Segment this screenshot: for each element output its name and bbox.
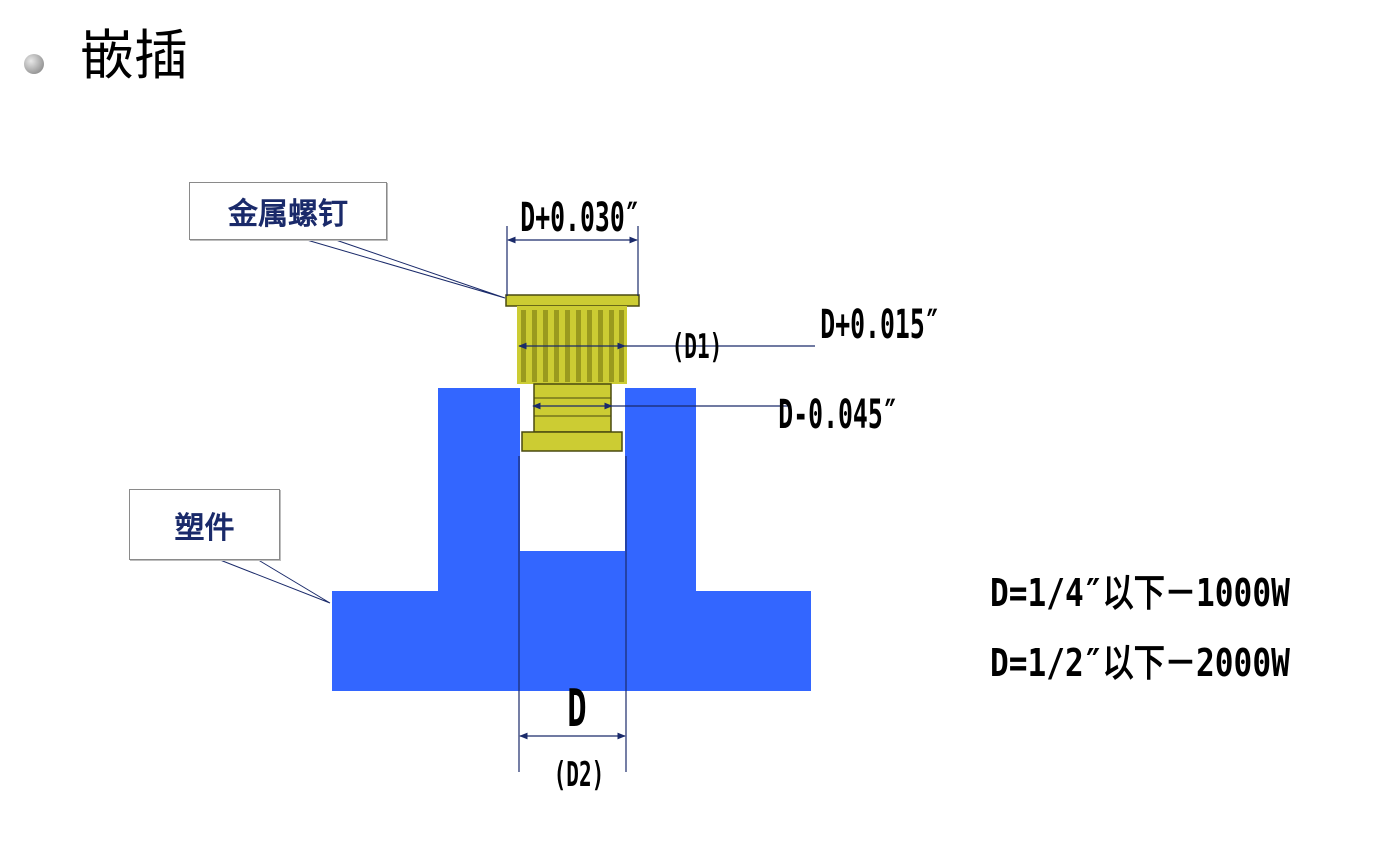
metal-insert: [505, 294, 640, 452]
insert-pilot: [533, 383, 612, 433]
insert-bottom-flange: [521, 431, 623, 452]
bullet-icon: [24, 54, 44, 74]
metal-insert-callout: 金属螺钉: [189, 182, 387, 240]
dim-knurl-tag: (D1): [672, 327, 723, 367]
dim-top: [506, 226, 639, 296]
dim-hole-tag: (D2): [554, 755, 605, 795]
spec-line-1: D=1/4″以下－1000W: [990, 571, 1290, 615]
slide-title: 嵌插: [80, 24, 188, 87]
spec-line-2: D=1/2″以下－2000W: [990, 641, 1290, 685]
plastic-part: [332, 388, 811, 691]
dim-pilot-label: D-0.045″: [778, 391, 897, 438]
dim-hole-label: D: [567, 679, 586, 739]
callout-leaders: [214, 237, 506, 604]
plastic-part-callout: 塑件: [129, 489, 280, 560]
dim-hole: [518, 456, 627, 772]
dim-top-label: D+0.030″: [520, 194, 639, 241]
insert-top-flange: [505, 294, 640, 307]
dim-knurl-label: D+0.015″: [820, 301, 939, 348]
